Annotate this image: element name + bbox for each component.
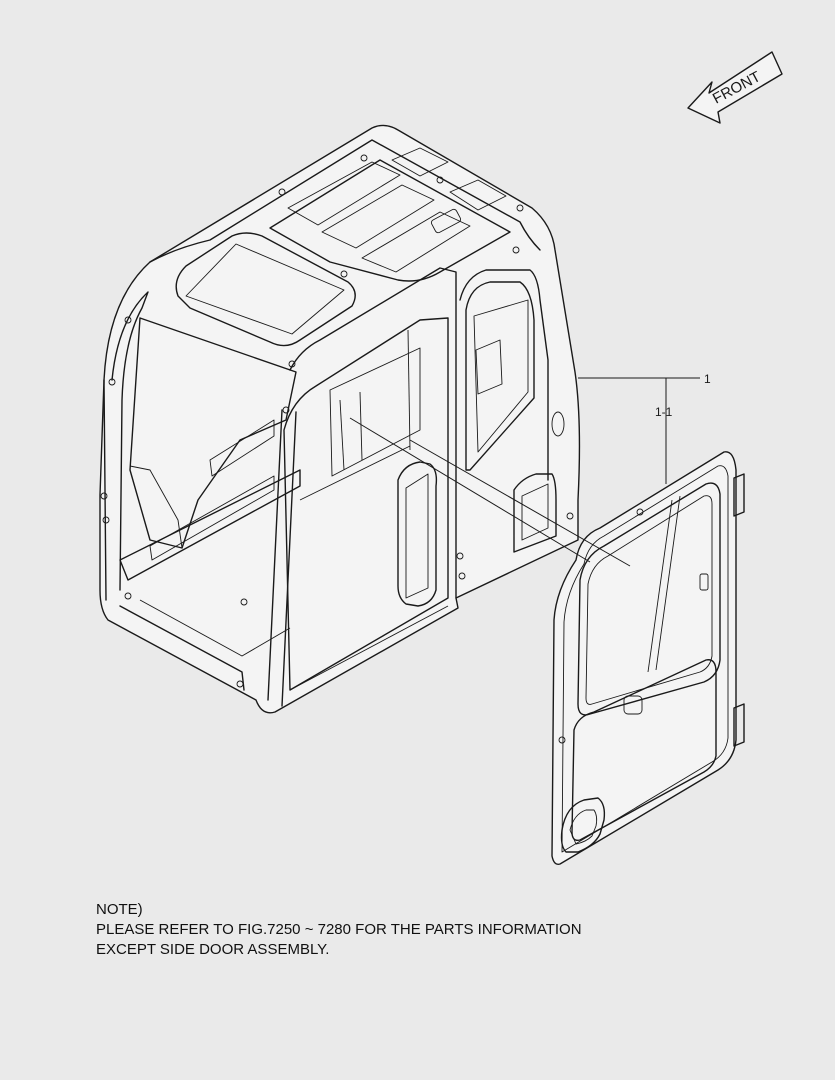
roof-panel-4 [391, 147, 449, 177]
side-door-handle [560, 797, 606, 853]
notes-block: NOTE) PLEASE REFER TO FIG.7250 ~ 7280 FO… [96, 900, 582, 960]
roof-skylight [175, 232, 356, 347]
front-windshield-opening [129, 317, 297, 549]
mounting-bolts [100, 154, 574, 688]
cab-outline [99, 124, 581, 714]
floor-base [119, 469, 301, 581]
side-door-assembly [551, 451, 745, 866]
rear-right-pillar [459, 269, 549, 481]
center-pillar [289, 267, 457, 599]
side-door-window [577, 482, 721, 716]
callout-leaders: 1 1-1 [578, 372, 711, 484]
note-line-1: PLEASE REFER TO FIG.7250 ~ 7280 FOR THE … [96, 921, 582, 938]
window-latch [699, 573, 709, 591]
roof-panel-5 [449, 179, 507, 211]
callout-side-door: 1-1 [655, 405, 673, 419]
upper-hinge [733, 473, 745, 517]
door-pull-loop [623, 695, 643, 715]
door-opening [283, 317, 449, 691]
inner-frame-rail [329, 347, 421, 477]
side-door-lower-panel [571, 659, 717, 842]
side-door-outline [551, 451, 737, 866]
note-line-2: EXCEPT SIDE DOOR ASSEMBLY. [96, 941, 330, 958]
lower-hinge [733, 703, 745, 747]
rear-quarter-window [465, 281, 535, 471]
cab-frame [99, 124, 581, 714]
note-heading: NOTE) [96, 901, 143, 918]
roof-latch [430, 208, 462, 234]
callout-cab-assembly: 1 [704, 372, 711, 386]
front-direction-arrow: FRONT [687, 51, 783, 124]
roof-panel-2 [321, 184, 435, 249]
front-arrow-icon [687, 51, 783, 124]
front-left-pillar [111, 291, 149, 591]
grab-handle [397, 461, 438, 607]
cab-side-latch [513, 473, 557, 553]
roof-panel-1 [287, 161, 401, 226]
window-divider [647, 499, 673, 673]
exploded-alignment-lines [349, 417, 631, 567]
left-side-brace [149, 475, 275, 561]
cab-side-lamp [551, 411, 565, 437]
roof-panel-3 [361, 211, 471, 273]
roof-top-edge [149, 139, 541, 263]
